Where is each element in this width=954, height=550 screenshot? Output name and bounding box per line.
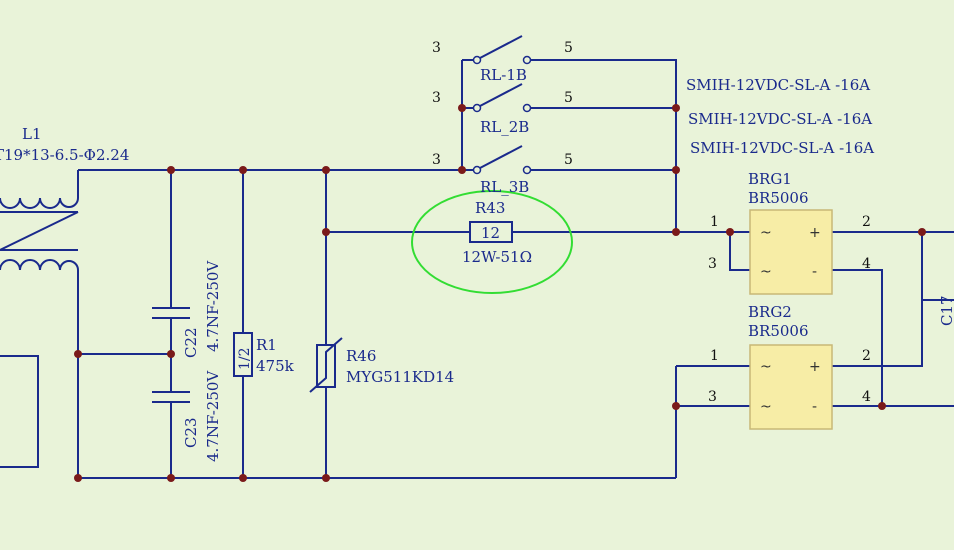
brg2-pos-symbol: + <box>809 359 821 375</box>
rl1-ref-label: RL-1B <box>480 66 527 84</box>
brg1-pos-symbol: + <box>809 225 821 241</box>
wires <box>0 59 954 479</box>
capacitor-c22: C22 4.7NF-250V <box>152 260 222 358</box>
resistor-r1: 1/2 R1 475k <box>233 332 295 377</box>
c23-value-label: 4.7NF-250V <box>204 370 222 462</box>
relay-rl-2b: 3 5 RL_2B SMIH-12VDC-SL-A -16A <box>432 83 872 136</box>
rl2-ref-label: RL_2B <box>480 118 529 136</box>
resistor-r43: 12 R43 12W-51Ω <box>462 199 532 266</box>
r1-ref-label: R1 <box>256 336 277 354</box>
inductor-value-label: T19*13-6.5-Φ2.24 <box>0 146 129 164</box>
bridge-rectifier-brg2: BRG2 BR5006 1 3 2 4 ~ ~ + - <box>708 303 871 430</box>
c23-ref-label: C23 <box>182 417 200 448</box>
brg1-ac1-symbol: ~ <box>760 225 772 241</box>
capacitor-c23: C23 4.7NF-250V <box>152 370 222 462</box>
r1-value-label: 475k <box>256 357 295 375</box>
r43-value-label: 12W-51Ω <box>462 248 532 266</box>
brg1-pin1: 1 <box>710 214 719 230</box>
rl3-pin5: 5 <box>564 152 573 168</box>
r46-value-label: MYG511KD14 <box>346 368 454 386</box>
brg2-ac2-symbol: ~ <box>760 399 772 415</box>
brg2-pin1: 1 <box>710 348 719 364</box>
r46-ref-label: R46 <box>346 347 376 365</box>
brg2-pin2: 2 <box>862 348 871 364</box>
brg1-part-label: BR5006 <box>748 189 809 207</box>
rl2-pin5: 5 <box>564 90 573 106</box>
rl2-part-label: SMIH-12VDC-SL-A -16A <box>688 110 872 128</box>
inductor-ref-label: L1 <box>22 125 42 143</box>
brg2-pin3: 3 <box>708 389 717 405</box>
rl1-part-label: SMIH-12VDC-SL-A -16A <box>686 76 870 94</box>
brg2-part-label: BR5006 <box>748 322 809 340</box>
r1-body-label: 1/2 <box>237 347 253 370</box>
brg2-neg-symbol: - <box>812 399 817 415</box>
brg2-pin4: 4 <box>862 389 871 405</box>
varistor-r46: R46 MYG511KD14 <box>309 337 454 393</box>
brg1-neg-symbol: - <box>812 264 817 280</box>
brg2-ref-label: BRG2 <box>748 303 792 321</box>
rl1-pin3: 3 <box>432 40 441 56</box>
rl3-ref-label: RL_3B <box>480 178 529 196</box>
c22-value-label: 4.7NF-250V <box>204 260 222 352</box>
c17-ref-label: C17 <box>938 295 954 326</box>
brg1-ref-label: BRG1 <box>748 170 792 188</box>
inductor-l1: L1 T19*13-6.5-Φ2.24 <box>0 125 129 271</box>
brg1-pin2: 2 <box>862 214 871 230</box>
brg1-pin3: 3 <box>708 256 717 272</box>
rl2-pin3: 3 <box>432 90 441 106</box>
junction-dots <box>74 104 926 482</box>
relay-rl-3b: 3 5 RL_3B SMIH-12VDC-SL-A -16A <box>432 139 874 196</box>
rl1-pin5: 5 <box>564 40 573 56</box>
relay-rl-1b: 3 5 RL-1B SMIH-12VDC-SL-A -16A <box>432 35 870 94</box>
rl3-part-label: SMIH-12VDC-SL-A -16A <box>690 139 874 157</box>
r43-body-label: 12 <box>481 224 500 242</box>
rl3-pin3: 3 <box>432 152 441 168</box>
brg1-pin4: 4 <box>862 256 871 272</box>
r43-ref-label: R43 <box>475 199 505 217</box>
highlight-ellipse <box>411 190 573 294</box>
bridge-rectifier-brg1: BRG1 BR5006 1 3 2 4 ~ ~ + - <box>708 170 871 295</box>
brg2-ac1-symbol: ~ <box>760 359 772 375</box>
c22-ref-label: C22 <box>182 327 200 358</box>
brg1-ac2-symbol: ~ <box>760 264 772 280</box>
